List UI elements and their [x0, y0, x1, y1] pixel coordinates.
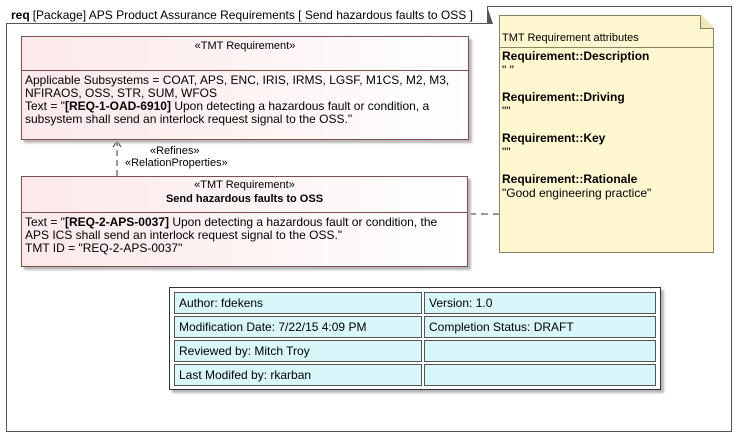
- info-last-modified-by-cell: Last Modifed by: rkarban: [174, 364, 422, 386]
- info-table-grid: Author: fdekens Version: 1.0 Modificatio…: [172, 290, 658, 388]
- note-value-key: "": [502, 144, 511, 159]
- child-requirement-block[interactable]: «TMT Requirement» Send hazardous faults …: [21, 176, 468, 267]
- info-empty-cell: [424, 340, 656, 362]
- child-requirement-stereotype: «TMT Requirement»: [194, 179, 295, 191]
- note-key-key: Requirement::Key: [502, 131, 606, 145]
- table-row: Modification Date: 7/22/15 4:09 PM Compl…: [174, 316, 656, 338]
- parent-text-id: [REQ-1-OAD-6910]: [64, 99, 171, 113]
- info-modification-date-cell: Modification Date: 7/22/15 4:09 PM: [174, 316, 422, 338]
- info-version-cell: Version: 1.0: [424, 292, 656, 314]
- refines-label: «Refines»: [150, 145, 200, 157]
- parent-text-line1: Text = "[REQ-1-OAD-6910] Upon detecting …: [25, 100, 465, 113]
- child-requirement-body: Text = "[REQ-2-APS-0037] Upon detecting …: [22, 213, 467, 255]
- table-row: Last Modifed by: rkarban: [174, 364, 656, 386]
- parent-applicable-subsystems-line1: Applicable Subsystems = COAT, APS, ENC, …: [25, 73, 450, 87]
- child-text-id: [REQ-2-APS-0037]: [64, 215, 169, 229]
- parent-requirement-block[interactable]: «TMT Requirement» Applicable Subsystems …: [21, 36, 469, 140]
- table-row: Reviewed by: Mitch Troy: [174, 340, 656, 362]
- note-key-description: Requirement::Description: [502, 49, 650, 63]
- note-key-rationale: Requirement::Rationale: [502, 172, 638, 186]
- note-value-description: " ": [502, 62, 514, 77]
- info-reviewed-by-cell: Reviewed by: Mitch Troy: [174, 340, 422, 362]
- parent-text-line2: subsystem shall send an interlock reques…: [25, 112, 353, 126]
- parent-requirement-body: Applicable Subsystems = COAT, APS, ENC, …: [22, 71, 468, 126]
- note-title: TMT Requirement attributes: [500, 16, 713, 48]
- frame-title: [Package] APS Product Assurance Requirem…: [32, 8, 473, 22]
- child-text-rest: Upon detecting a hazardous fault or cond…: [168, 215, 438, 229]
- note-value-driving: "": [502, 103, 511, 118]
- info-author-cell: Author: fdekens: [174, 292, 422, 314]
- parent-applicable-subsystems-line2: NFIRAOS, OSS, STR, SUM, WFOS: [25, 86, 218, 100]
- note-body: Requirement::Description " " Requirement…: [500, 48, 713, 200]
- child-text-line2: APS ICS shall send an interlock request …: [25, 228, 343, 242]
- note-key-driving: Requirement::Driving: [502, 90, 625, 104]
- parent-text-prefix: Text = ": [25, 99, 65, 113]
- child-requirement-name: Send hazardous faults to OSS: [165, 193, 324, 205]
- parent-requirement-header: «TMT Requirement»: [22, 37, 468, 71]
- frame-kind: req: [11, 8, 30, 22]
- diagram-info-table[interactable]: Author: fdekens Version: 1.0 Modificatio…: [169, 287, 661, 390]
- note-value-rationale: "Good engineering practice": [502, 185, 652, 200]
- info-completion-status-cell: Completion Status: DRAFT: [424, 316, 656, 338]
- relation-properties-label: «RelationProperties»: [125, 157, 228, 169]
- note-folded-corner: [700, 15, 714, 29]
- parent-text-rest: Upon detecting a hazardous fault or cond…: [170, 99, 430, 113]
- child-tmt-id: TMT ID = "REQ-2-APS-0037": [25, 241, 183, 255]
- info-empty-cell: [424, 364, 656, 386]
- diagram-frame-tab[interactable]: req[Package] APS Product Assurance Requi…: [6, 6, 493, 24]
- child-requirement-header: «TMT Requirement» Send hazardous faults …: [22, 177, 467, 213]
- parent-requirement-stereotype: «TMT Requirement»: [194, 40, 296, 52]
- child-text-prefix: Text = ": [25, 215, 65, 229]
- child-text-line1: Text = "[REQ-2-APS-0037] Upon detecting …: [25, 216, 464, 229]
- requirement-attributes-note[interactable]: TMT Requirement attributes Requirement::…: [499, 15, 714, 253]
- table-row: Author: fdekens Version: 1.0: [174, 292, 656, 314]
